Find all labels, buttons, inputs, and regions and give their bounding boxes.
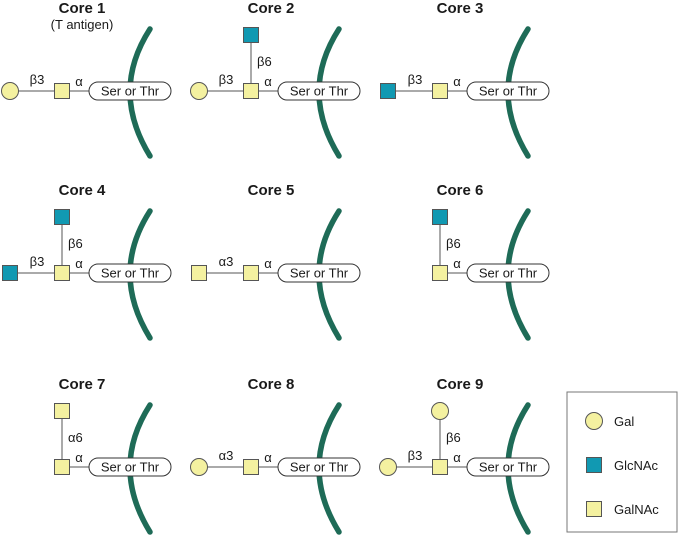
galnac-square-icon <box>243 265 259 281</box>
core-6: Ser or Thr α Core 6 β6 <box>432 182 550 341</box>
branch-linkage-label: β3 <box>408 448 423 463</box>
legend-label: GlcNAc <box>614 458 659 473</box>
peptide-label: Ser or Thr <box>101 84 160 99</box>
branch-linkage-label: α6 <box>68 430 83 445</box>
galnac-square-icon <box>191 265 207 281</box>
galnac-square-icon <box>54 403 70 419</box>
galnac-square-icon <box>432 459 448 475</box>
legend-box <box>566 391 678 533</box>
alpha-linkage-label: α <box>453 256 461 271</box>
core-title: Core 9 <box>437 376 484 393</box>
galnac-square-icon <box>243 459 259 475</box>
core-2: Ser or Thr α Core 2 β3 β6 <box>190 0 361 159</box>
legend-label: GalNAc <box>614 502 659 517</box>
legend-item: GalNAc <box>586 501 659 517</box>
alpha-linkage-label: α <box>264 256 272 271</box>
peptide-capsule <box>466 81 550 101</box>
peptide-capsule <box>466 457 550 477</box>
peptide-capsule <box>466 263 550 283</box>
core-3: Ser or Thr α Core 3 β3 <box>380 0 550 159</box>
gal-circle-icon <box>379 458 397 476</box>
alpha-linkage-label: α <box>453 74 461 89</box>
gal-circle-icon <box>190 458 208 476</box>
gal-circle-icon <box>190 82 208 100</box>
branch-linkage-label: β3 <box>30 254 45 269</box>
galnac-square-icon <box>432 83 448 99</box>
alpha-linkage-label: α <box>453 450 461 465</box>
branch-linkage-label: β3 <box>30 72 45 87</box>
alpha-linkage-label: α <box>75 74 83 89</box>
gal-circle-icon <box>1 82 19 100</box>
core-4: Ser or Thr α Core 4 β3 β6 <box>2 182 172 341</box>
galnac-square-icon <box>432 265 448 281</box>
galnac-square-icon <box>243 83 259 99</box>
branch-linkage-label: β6 <box>68 236 83 251</box>
branch-linkage-label: β3 <box>219 72 234 87</box>
core-title: Core 8 <box>248 376 295 393</box>
core-subtitle: (T antigen) <box>51 17 114 32</box>
core-9: Ser or Thr α Core 9 β3 β6 <box>379 376 550 535</box>
legend-item: GlcNAc <box>586 457 659 473</box>
core-title: Core 5 <box>248 182 295 199</box>
legend-item: Gal <box>585 412 634 430</box>
peptide-label: Ser or Thr <box>290 266 349 281</box>
core-title: Core 1 <box>59 0 106 17</box>
peptide-label: Ser or Thr <box>479 266 538 281</box>
legend-label: Gal <box>614 414 634 429</box>
glcnac-square-icon <box>432 209 448 225</box>
core-5: Ser or Thr α Core 5 α3 <box>191 182 361 341</box>
galnac-square-icon <box>586 501 602 517</box>
peptide-label: Ser or Thr <box>290 84 349 99</box>
peptide-label: Ser or Thr <box>479 84 538 99</box>
peptide-label: Ser or Thr <box>290 460 349 475</box>
core-8: Ser or Thr α Core 8 α3 <box>190 376 361 535</box>
galnac-square-icon <box>54 83 70 99</box>
branch-linkage-label: β6 <box>446 236 461 251</box>
core-1: Ser or Thr α Core 1(T antigen) β3 <box>1 0 172 159</box>
peptide-label: Ser or Thr <box>101 266 160 281</box>
branch-linkage-label: α3 <box>219 448 234 463</box>
peptide-capsule <box>88 81 172 101</box>
galnac-square-icon <box>54 265 70 281</box>
alpha-linkage-label: α <box>75 256 83 271</box>
peptide-capsule <box>88 457 172 477</box>
core-title: Core 4 <box>59 182 106 199</box>
core-title: Core 6 <box>437 182 484 199</box>
branch-linkage-label: β6 <box>257 54 272 69</box>
alpha-linkage-label: α <box>75 450 83 465</box>
peptide-label: Ser or Thr <box>101 460 160 475</box>
glcnac-square-icon <box>380 83 396 99</box>
alpha-linkage-label: α <box>264 450 272 465</box>
core-7: Ser or Thr α Core 7 α6 <box>54 376 172 535</box>
glcnac-square-icon <box>54 209 70 225</box>
gal-circle-icon <box>585 412 603 430</box>
alpha-linkage-label: α <box>264 74 272 89</box>
peptide-capsule <box>88 263 172 283</box>
branch-linkage-label: β6 <box>446 430 461 445</box>
peptide-capsule <box>277 263 361 283</box>
glcnac-square-icon <box>2 265 18 281</box>
galnac-square-icon <box>54 459 70 475</box>
glcnac-square-icon <box>586 457 602 473</box>
peptide-capsule <box>277 81 361 101</box>
branch-linkage-label: β3 <box>408 72 423 87</box>
peptide-capsule <box>277 457 361 477</box>
gal-circle-icon <box>431 402 449 420</box>
branch-linkage-label: α3 <box>219 254 234 269</box>
core-title: Core 7 <box>59 376 106 393</box>
peptide-label: Ser or Thr <box>479 460 538 475</box>
glcnac-square-icon <box>243 27 259 43</box>
core-title: Core 3 <box>437 0 484 17</box>
core-title: Core 2 <box>248 0 295 17</box>
